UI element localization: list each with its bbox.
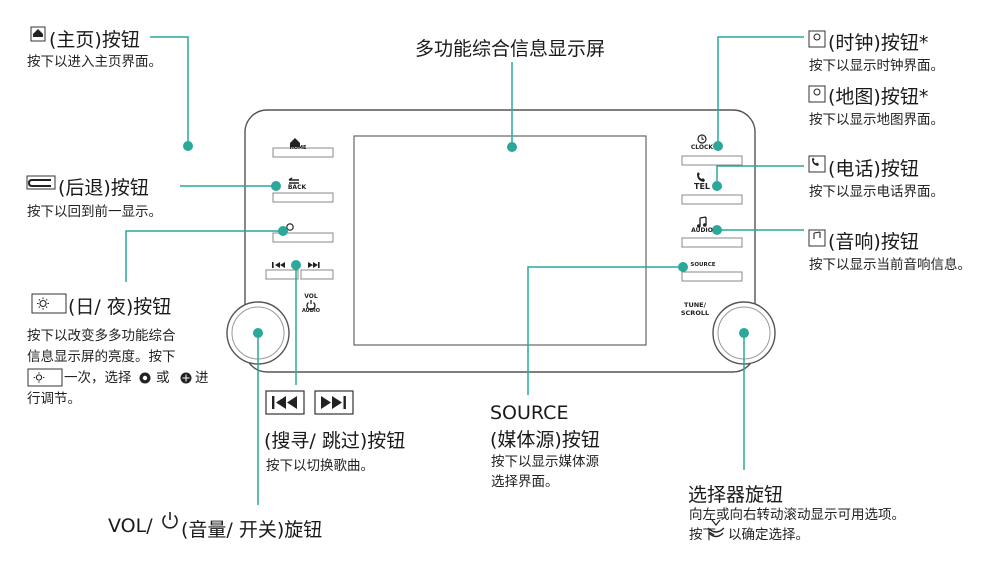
home-unit-label: HOME <box>289 145 307 151</box>
selector-dot <box>739 328 749 338</box>
home-icon <box>290 138 300 147</box>
selector-title: 选择器旋钮 <box>688 484 784 506</box>
vol-unit-label: VOL <box>304 293 318 300</box>
daynight-desc-4: 进 <box>195 370 209 386</box>
source-button[interactable] <box>681 271 743 282</box>
music-note-icon <box>697 216 707 228</box>
tel-dot <box>712 181 722 191</box>
clock-button[interactable] <box>681 155 743 166</box>
vol-dot <box>253 328 263 338</box>
tel-title: (电话)按钮 <box>828 158 919 180</box>
home-dot <box>183 141 193 151</box>
back-legend-icon <box>26 175 56 190</box>
daynight-desc-3: 一次，选择 <box>64 370 132 386</box>
clock-unit-label: CLOCK <box>690 144 714 151</box>
home-desc: 按下以进入主页界面。 <box>27 54 162 70</box>
tel-desc: 按下以显示电话界面。 <box>809 184 944 200</box>
source-desc-1: 按下以显示媒体源 <box>491 454 599 470</box>
back-dot <box>271 181 281 191</box>
phone-icon <box>697 172 705 182</box>
source-title-1: SOURCE <box>490 402 569 424</box>
clock-icon <box>697 134 707 144</box>
back-desc: 按下以回到前一显示。 <box>27 204 162 220</box>
seek-prev-legend-icon <box>265 390 305 415</box>
home-leader <box>150 36 189 146</box>
clock-desc: 按下以显示时钟界面。 <box>809 58 944 74</box>
selector-desc-1: 向左或向右转动滚动显示可用选项。 <box>689 507 905 523</box>
daynight-legend-icon <box>31 293 67 314</box>
sun-moon-icon <box>286 223 302 231</box>
tel-button[interactable] <box>681 194 743 205</box>
daynight-title: (日/ 夜)按钮 <box>68 296 172 318</box>
audio-desc: 按下以显示当前音响信息。 <box>809 257 971 273</box>
daynight-desc-1: 按下以改变多多功能综合 <box>27 328 176 344</box>
map-title: (地图)按钮* <box>828 86 929 108</box>
seek-desc: 按下以切换歌曲。 <box>266 458 374 474</box>
clock-title: (时钟)按钮* <box>828 32 929 54</box>
seek-dot <box>291 260 301 270</box>
tel-unit-label: TEL <box>693 182 711 191</box>
brightness-light-icon <box>180 372 192 384</box>
daynight-leader <box>125 230 283 282</box>
display-screen <box>353 135 647 346</box>
power-legend-icon <box>162 512 178 529</box>
daynight-dot <box>278 226 288 236</box>
next-icon <box>308 262 320 268</box>
seek-next-legend-icon <box>314 390 354 415</box>
prev-icon <box>272 262 285 268</box>
seek-prev-button[interactable] <box>265 269 299 280</box>
daynight-desc-2: 信息显示屏的亮度。按下 <box>27 349 176 365</box>
clock-leader <box>717 36 804 146</box>
audio-title: (音响)按钮 <box>828 231 919 253</box>
home-legend-icon <box>30 26 46 42</box>
screen-title: 多功能综合信息显示屏 <box>415 38 606 60</box>
press-knob-icon <box>707 519 725 538</box>
daynight-desc-or: 或 <box>156 370 170 386</box>
back-icon <box>288 177 299 184</box>
source-leader <box>527 266 683 395</box>
source-dot <box>678 262 688 272</box>
source-unit-label: SOURCE <box>690 262 716 268</box>
brightness-dark-icon <box>139 372 151 384</box>
map-desc: 按下以显示地图界面。 <box>809 112 944 128</box>
map-legend-icon <box>808 85 826 103</box>
daynight-desc-5: 行调节。 <box>27 391 81 407</box>
source-desc-2: 选择界面。 <box>491 474 559 490</box>
home-title: (主页)按钮 <box>49 29 140 51</box>
leader-lines <box>125 36 804 505</box>
screen-dot <box>507 142 517 152</box>
seek-title: (搜寻/ 跳过)按钮 <box>264 430 406 452</box>
vol-title-pre: VOL/ <box>108 515 153 537</box>
scroll-unit-label: SCROLL <box>680 309 710 317</box>
power-icon <box>306 300 316 311</box>
selector-desc-3: 以确定选择。 <box>728 527 809 543</box>
selector-desc-2: 按下 <box>689 527 716 543</box>
clock-dot <box>713 141 723 151</box>
back-title: (后退)按钮 <box>58 177 149 199</box>
back-unit-label: BACK <box>287 184 307 191</box>
back-button[interactable] <box>272 192 334 203</box>
daynight-button[interactable] <box>272 232 334 243</box>
tel-leader <box>716 165 804 186</box>
phone-legend-icon <box>808 155 826 173</box>
daynight-inline-icon <box>27 368 63 387</box>
vol-title-post: (音量/ 开关)旋钮 <box>181 519 323 541</box>
audio-legend-icon <box>808 229 826 247</box>
audio-unit-label: AUDIO <box>691 227 713 234</box>
source-title-2: (媒体源)按钮 <box>490 429 600 451</box>
audio-dot <box>712 225 722 235</box>
seek-next-button[interactable] <box>300 269 334 280</box>
vol-audio-unit-label: AUDIO <box>301 308 321 314</box>
tune-unit-label: TUNE/ <box>684 301 706 309</box>
clock-legend-icon <box>808 30 826 48</box>
audio-button[interactable] <box>681 237 743 248</box>
home-button[interactable] <box>272 147 334 158</box>
